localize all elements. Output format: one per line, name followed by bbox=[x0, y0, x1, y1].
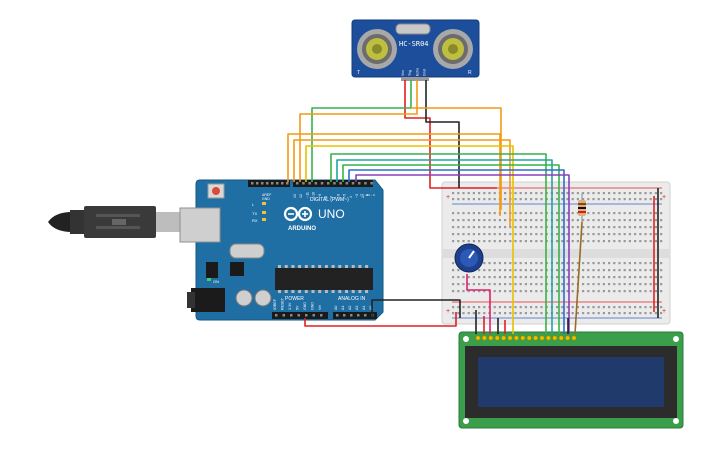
sensor-corner-left: T bbox=[357, 70, 360, 76]
digital-pin-label: ~10 bbox=[312, 192, 316, 198]
wire-sensor-vcc bbox=[404, 80, 497, 189]
power-pin-label: RESET bbox=[281, 297, 285, 310]
wire-sensor-gnd bbox=[425, 80, 460, 188]
sensor-pin-label: Gnd bbox=[423, 69, 427, 76]
power-pin-label: GND bbox=[303, 302, 307, 310]
arduino-model-label: UNO bbox=[318, 207, 345, 221]
analog-pin-label: A4 bbox=[362, 306, 366, 310]
sensor-model-label: HC-SR04 bbox=[399, 40, 429, 48]
wire-green-2 bbox=[342, 164, 560, 334]
wire-sensor-trig bbox=[311, 80, 412, 182]
svg-text:+: + bbox=[446, 194, 450, 201]
wire-yellow bbox=[305, 145, 514, 334]
rx-pin-label: RX←0 bbox=[366, 193, 375, 197]
svg-text:+: + bbox=[662, 308, 666, 315]
gnd-label: GND bbox=[262, 197, 270, 201]
wire-resistor bbox=[574, 221, 583, 335]
on-label: ON bbox=[213, 279, 219, 284]
tx-pin-label: TX→1 bbox=[360, 193, 369, 197]
digital-header-right bbox=[293, 180, 373, 187]
led-rx-label: RX bbox=[252, 218, 258, 223]
digital-header-left bbox=[248, 180, 290, 187]
power-pin-label: 5V bbox=[296, 305, 300, 310]
led-tx-label: TX bbox=[252, 211, 257, 216]
digital-pin-label: 12 bbox=[299, 194, 303, 198]
wire-5v bbox=[304, 312, 457, 327]
wire-pot-pink bbox=[466, 274, 491, 334]
power-pin-label: 3.3V bbox=[288, 302, 292, 310]
digital-pin-label: 7 bbox=[330, 196, 334, 198]
analog-pin-label: A5 bbox=[369, 306, 373, 310]
analog-in-label: ANALOG IN bbox=[338, 296, 366, 302]
svg-text:+: + bbox=[446, 308, 450, 315]
arduino-brand-label: ARDUINO bbox=[288, 226, 316, 232]
wire-purple bbox=[355, 174, 570, 334]
analog-header bbox=[333, 312, 377, 319]
digital-pin-label: 2 bbox=[361, 196, 365, 198]
digital-pin-label: ~9 bbox=[318, 194, 322, 198]
sensor-pin-label: Trig bbox=[408, 70, 412, 76]
wire-sensor-echo bbox=[299, 80, 418, 182]
analog-pin-label: A3 bbox=[355, 306, 359, 310]
power-pin-label: Vin bbox=[318, 305, 322, 310]
wire-teal bbox=[336, 159, 553, 334]
wire-gnd bbox=[371, 299, 461, 318]
analog-pin-label: A1 bbox=[341, 306, 345, 310]
wire-blue bbox=[348, 169, 565, 334]
digital-pin-label: ~6 bbox=[336, 194, 340, 198]
sensor-pin-label: Vcc bbox=[401, 70, 405, 76]
wire-orange-2 bbox=[293, 139, 511, 226]
wire-green bbox=[330, 153, 547, 334]
digital-pwm-label: DIGITAL (PWM~) bbox=[310, 197, 349, 203]
analog-pin-label: A2 bbox=[348, 306, 352, 310]
power-label: POWER bbox=[285, 296, 304, 302]
breadboard[interactable]: + + + + bbox=[441, 181, 671, 325]
wire-sensor-extra bbox=[411, 107, 502, 210]
lcd-16x2[interactable] bbox=[458, 331, 684, 429]
digital-pin-label: 8 bbox=[324, 196, 328, 198]
potentiometer-icon[interactable] bbox=[454, 243, 484, 273]
analog-pin-label: A0 bbox=[334, 306, 338, 310]
power-pin-label: GND bbox=[311, 302, 315, 310]
arduino-logo-icon bbox=[283, 206, 313, 222]
digital-pin-label: ~3 bbox=[355, 194, 359, 198]
digital-pin-label: 13 bbox=[293, 194, 297, 198]
digital-pin-label: ~11 bbox=[305, 192, 309, 198]
chip-icon bbox=[275, 265, 373, 293]
aref-label: AREF bbox=[262, 193, 271, 197]
sensor-pin-label: Echo bbox=[415, 68, 419, 76]
svg-text:+: + bbox=[662, 194, 666, 201]
led-l-label: L bbox=[252, 202, 255, 207]
sensor-corner-right: R bbox=[468, 70, 472, 76]
arduino-uno-board[interactable]: ARDUINO UNO DIGITAL (PWM~) POWER ANALOG … bbox=[179, 179, 384, 321]
digital-pin-label: ~5 bbox=[343, 194, 347, 198]
power-pin-label: IOREF bbox=[273, 298, 277, 310]
digital-pin-label: 4 bbox=[349, 196, 353, 198]
resistor-icon[interactable] bbox=[578, 193, 586, 222]
lcd-screen bbox=[478, 357, 664, 407]
wires bbox=[287, 80, 659, 335]
